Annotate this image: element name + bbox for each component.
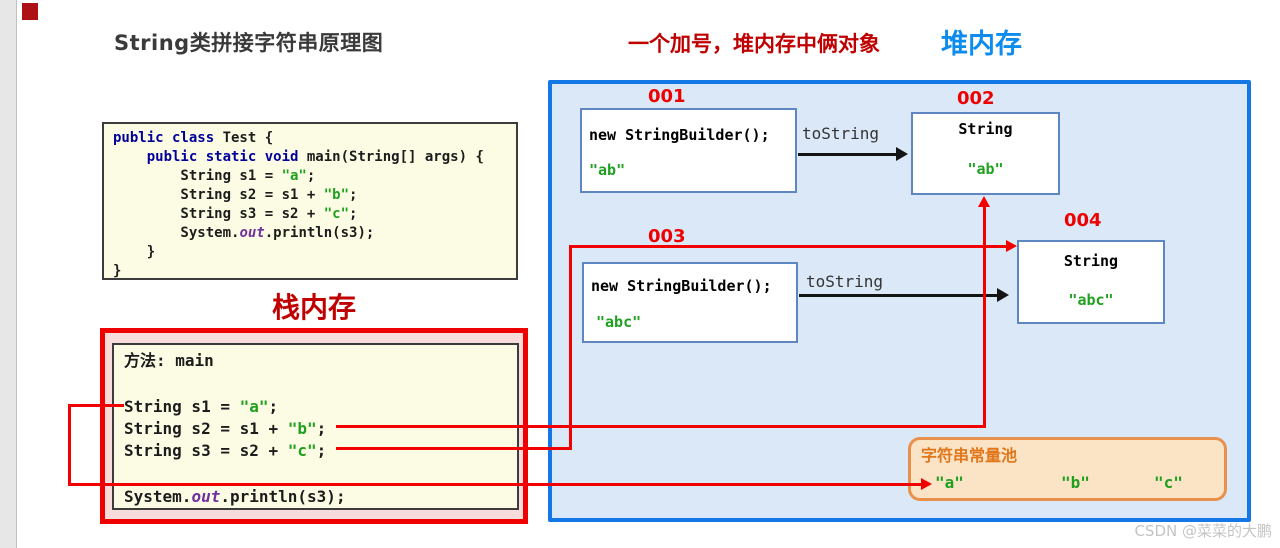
code-line: } — [113, 263, 122, 279]
page-title: String类拼接字符串原理图 — [114, 31, 384, 55]
code-line: String s1 = "a"; — [124, 397, 279, 416]
s2-pointer-horizontal-segment — [336, 425, 986, 428]
stack-memory-label: 栈内存 — [271, 291, 356, 324]
source-code-block: public class Test { public static void m… — [102, 122, 518, 280]
object-id-004: 004 — [1064, 210, 1102, 231]
string-constant-pool: 字符串常量池 "a" "b" "c" — [908, 437, 1227, 501]
stack-code-lines: String s1 = "a"; String s2 = s1 + "b"; Str… — [124, 396, 517, 508]
stringbuilder-object-001: new StringBuilder(); "ab" — [580, 108, 797, 193]
s3-pointer-arrowhead — [1006, 240, 1017, 252]
pool-literal-a: "a" — [935, 473, 964, 492]
pool-literal-c: "c" — [1154, 473, 1183, 492]
code-line: String s3 = s2 + "c"; — [124, 441, 327, 460]
object-id-001: 001 — [648, 86, 686, 107]
tostring-arrow-2-line — [799, 294, 999, 297]
left-gray-strip — [0, 0, 17, 548]
stringbuilder-object-003: new StringBuilder(); "abc" — [582, 262, 798, 343]
s3-pointer-vertical-segment — [569, 245, 572, 450]
object-001-code: new StringBuilder(); — [589, 126, 770, 144]
tostring-arrow-1-line — [798, 153, 898, 156]
s3-pointer-top-segment — [569, 245, 1009, 248]
s1-pointer-arrowhead — [921, 478, 932, 490]
tostring-arrow-1-head — [896, 147, 908, 161]
annotation-heading: 一个加号，堆内存中俩对象 — [628, 32, 880, 56]
code-line: String s1 = "a"; — [113, 168, 316, 184]
s1-pointer-down-segment — [68, 404, 71, 486]
object-id-002: 002 — [957, 88, 995, 109]
tostring-label-1: toString — [802, 124, 880, 143]
object-003-code: new StringBuilder(); — [591, 277, 772, 295]
code-line: String s2 = s1 + "b"; — [124, 419, 327, 438]
code-line: public static void main(String[] args) { — [146, 149, 484, 165]
heap-memory-label: 堆内存 — [941, 29, 1022, 60]
watermark: CSDN @菜菜的大鹏 — [1134, 522, 1272, 540]
pool-literal-b: "b" — [1061, 473, 1090, 492]
stack-method-line: 方法: main — [124, 351, 214, 370]
tostring-arrow-2-head — [997, 288, 1009, 302]
code-line: String s2 = s1 + "b"; — [113, 187, 358, 203]
object-004-value: "abc" — [1068, 291, 1114, 309]
object-003-value: "abc" — [596, 313, 642, 331]
s1-pointer-left-segment — [68, 404, 124, 407]
code-line: public class Test { — [113, 130, 274, 146]
code-line: System.out.println(s3); — [113, 225, 375, 241]
object-004-type: String — [1063, 252, 1119, 270]
object-001-value: "ab" — [589, 161, 626, 179]
string-object-004: String "abc" — [1017, 240, 1165, 324]
code-line: } — [113, 244, 156, 260]
stack-frame-main: 方法: main String s1 = "a"; String s2 = s1 … — [112, 343, 519, 510]
s2-pointer-arrowhead — [978, 196, 990, 207]
code-line: System.out.println(s3); — [124, 487, 346, 506]
constant-pool-title: 字符串常量池 — [921, 446, 1018, 465]
object-002-value: "ab" — [967, 160, 1004, 178]
slide-accent-square — [22, 3, 38, 20]
s3-pointer-horizontal-segment — [336, 447, 572, 450]
s2-pointer-vertical-segment — [983, 205, 986, 428]
s1-pointer-to-pool-segment — [68, 483, 923, 486]
tostring-label-2: toString — [806, 272, 884, 291]
object-002-type: String — [958, 120, 1013, 138]
code-line: String s3 = s2 + "c"; — [113, 206, 358, 222]
object-id-003: 003 — [648, 226, 686, 247]
string-object-002: String "ab" — [911, 112, 1060, 195]
